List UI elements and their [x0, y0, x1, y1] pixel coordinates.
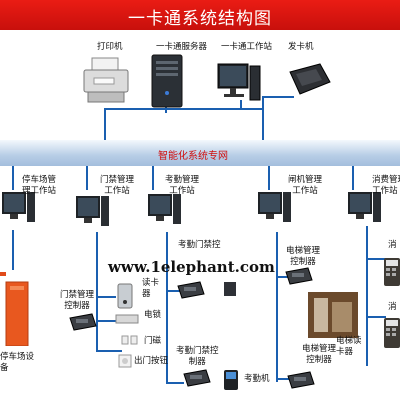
connector — [96, 350, 122, 352]
attendance-reader-icon — [224, 282, 236, 296]
title-bar: 一卡通系统结构图 — [0, 0, 400, 30]
attendance-door-controller-label: 考勤门禁控制器 — [176, 346, 219, 367]
exit-button-label: 出门按钮 — [134, 356, 169, 366]
consume-terminal-icon — [384, 258, 400, 286]
workstation-icon — [217, 63, 261, 101]
door-controller-label: 门禁管理控制器 — [60, 290, 95, 311]
card-reader-icon — [117, 283, 133, 309]
attendance-workstation-icon — [148, 194, 181, 224]
connector — [152, 166, 154, 190]
connector — [366, 226, 368, 366]
connector — [366, 316, 386, 318]
attendance-machine-icon — [224, 370, 238, 390]
parking-barrier-icon — [0, 272, 29, 346]
consume-workstation-label: 消费管理工作站 — [372, 175, 400, 196]
printer-icon — [83, 57, 129, 103]
connector — [352, 166, 354, 190]
attendance-door-controller-2-icon — [183, 369, 211, 387]
diagram-title: 一卡通系统结构图 — [128, 9, 272, 29]
exit-button-icon — [118, 354, 132, 368]
parking-device-label: 停车场设备 — [0, 352, 35, 373]
connector — [166, 290, 184, 292]
connector — [276, 378, 292, 380]
connector — [165, 105, 167, 113]
attendance-door-top-label: 考勤门禁控 — [178, 240, 221, 250]
workstation-label: 一卡通工作站 — [221, 42, 273, 52]
elevator-reader-label: 电梯读卡器 — [336, 336, 362, 357]
connector — [262, 96, 264, 142]
attendance-workstation-label: 考勤管理工作站 — [165, 175, 200, 196]
connector — [268, 166, 270, 190]
card-reader-label: 读卡器 — [142, 278, 160, 299]
door-workstation-label: 门禁管理工作站 — [100, 175, 135, 196]
connector — [104, 108, 264, 110]
gate-workstation-icon — [258, 192, 291, 222]
parking-workstation-label: 停车场管理工作站 — [22, 175, 57, 196]
connector — [96, 232, 98, 352]
consume-right-label-2: 消 — [388, 302, 397, 312]
card-issuer-label: 发卡机 — [288, 42, 314, 52]
elevator-controller-2-icon — [287, 371, 315, 389]
door-magnet-icon — [121, 335, 138, 345]
attendance-door-controller-icon — [177, 281, 205, 299]
printer-label: 打印机 — [97, 42, 123, 52]
connector — [166, 232, 168, 382]
connector — [276, 232, 278, 382]
watermark: www.1elephant.com — [108, 258, 275, 276]
consume-terminal-2-icon — [384, 318, 400, 348]
connector — [166, 382, 184, 384]
network-label: 智能化系统专网 — [158, 151, 228, 162]
connector — [12, 166, 14, 190]
connector — [96, 320, 122, 322]
door-controller-icon — [69, 313, 97, 331]
elevator-controller-label: 电梯管理控制器 — [286, 246, 321, 267]
door-magnet-label: 门磁 — [144, 336, 162, 346]
network-bar: 智能化系统专网 — [0, 140, 400, 166]
card-issuer-icon — [289, 63, 331, 95]
electric-lock-icon — [115, 314, 139, 324]
elevator-controller-icon — [285, 267, 313, 285]
elevator-turnstile-icon — [308, 292, 358, 338]
consume-right-label-1: 消 — [388, 240, 397, 250]
server-label: 一卡通服务器 — [156, 42, 208, 52]
attendance-machine-label: 考勤机 — [244, 374, 270, 384]
connector — [86, 166, 88, 190]
connector — [240, 100, 242, 110]
gate-workstation-label: 闸机管理工作站 — [288, 175, 323, 196]
elevator-controller-2-label: 电梯管理控制器 — [302, 344, 337, 365]
parking-workstation-icon — [2, 192, 35, 222]
connector — [262, 96, 294, 98]
connector — [276, 276, 292, 278]
server-icon — [151, 54, 183, 108]
connector — [104, 108, 106, 142]
connector — [366, 258, 386, 260]
door-workstation-icon — [76, 196, 109, 226]
connector — [12, 230, 14, 270]
consume-workstation-icon — [348, 192, 381, 222]
connector — [96, 296, 116, 298]
electric-lock-label: 电锁 — [144, 310, 162, 320]
